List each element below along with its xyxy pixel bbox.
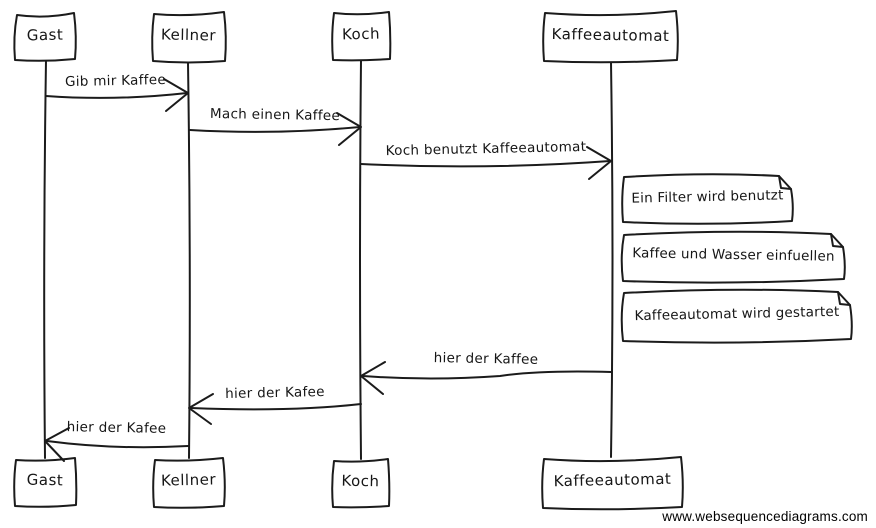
actor-label-kellner-bottom: Kellner [160, 470, 217, 490]
actor-box-gast-top [13, 12, 77, 62]
message-label-hier-der-kafee-2: hier der Kafee [66, 419, 167, 437]
message-arrow-gib-mir-kaffee [45, 78, 189, 112]
actor-label-kaffeeautomat-bottom: Kaffeeautomat [553, 469, 672, 491]
message-label-gib-mir-kaffee: Gib mir Kaffee [64, 71, 167, 91]
actor-label-kaffeeautomat-top: Kaffeeautomat [551, 24, 670, 46]
actor-box-kellner-top [151, 11, 227, 64]
lifeline-koch [359, 59, 362, 460]
message-arrow-hier-der-kafee-koch-kellner [188, 393, 362, 425]
actor-box-kaffeeautomat-bottom [541, 456, 684, 511]
message-arrow-mach-einen-kaffee [189, 112, 362, 146]
note-shape-kaffee-wasser [620, 230, 846, 284]
actor-box-kellner-bottom [152, 457, 226, 509]
actor-box-koch-bottom [331, 458, 391, 509]
actor-label-gast-top: Gast [26, 25, 64, 45]
actor-label-kellner-top: Kellner [160, 25, 217, 45]
note-shape-automat-gestartet [620, 288, 853, 344]
note-shape-ein-filter [621, 173, 794, 225]
actor-box-gast-bottom [13, 457, 78, 508]
lifeline-kaffeeautomat [610, 61, 614, 458]
message-label-mach-einen-kaffee: Mach einen Kaffee [209, 105, 341, 125]
actor-label-koch-top: Koch [341, 24, 381, 44]
actor-box-kaffeeautomat-top [542, 10, 679, 64]
message-arrow-koch-benutzt-kaffeeautomat [360, 146, 612, 180]
message-arrow-hier-der-kafee-kellner-gast [44, 427, 189, 462]
message-arrow-hier-der-kaffee [360, 361, 612, 395]
actor-label-koch-bottom: Koch [341, 471, 380, 491]
lifeline-kellner [187, 62, 191, 459]
actor-box-koch-top [331, 11, 392, 62]
lifeline-gast [43, 59, 47, 459]
note-label-ein-filter: Ein Filter wird benutzt [631, 187, 784, 207]
actor-label-gast-bottom: Gast [26, 470, 64, 490]
website-credit: www.websequencediagrams.com [662, 509, 868, 524]
